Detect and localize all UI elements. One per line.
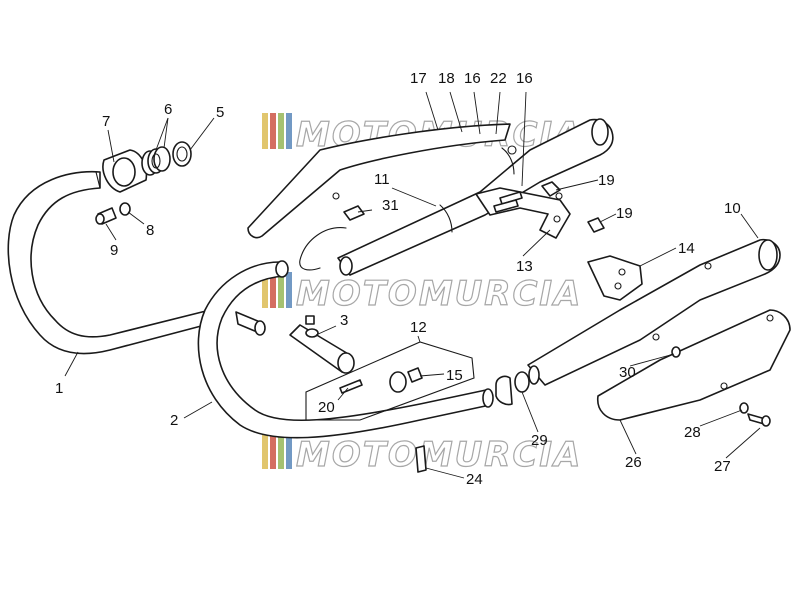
gasket-5 xyxy=(172,141,192,167)
callout-5: 5 xyxy=(216,104,224,121)
washer-30 xyxy=(671,346,681,358)
leader-lines xyxy=(64,91,761,479)
callout-30: 30 xyxy=(619,364,636,381)
callout-6: 6 xyxy=(164,101,172,118)
watermark-bottom: MOTOMURCIA xyxy=(262,433,582,476)
stud-9 xyxy=(95,207,117,225)
callout-19-a: 19 xyxy=(598,172,615,189)
callout-labels: 1 2 3 5 6 7 8 9 10 11 12 13 14 15 16 16 … xyxy=(55,70,741,488)
callout-29: 29 xyxy=(531,432,548,449)
nut-19-upper xyxy=(541,181,561,197)
springs-6 xyxy=(141,146,171,176)
callout-12: 12 xyxy=(410,319,427,336)
callout-18: 18 xyxy=(438,70,455,87)
bracket-14 xyxy=(587,255,643,301)
nut-19-lower xyxy=(587,217,605,233)
flange-7 xyxy=(102,149,148,193)
callout-26: 26 xyxy=(625,454,642,471)
callout-16-a: 16 xyxy=(464,70,481,87)
bracket-13 xyxy=(475,187,571,239)
callout-24: 24 xyxy=(466,471,483,488)
callout-17: 17 xyxy=(410,70,427,87)
watermark-middle: MOTOMURCIA xyxy=(262,272,582,315)
callout-15: 15 xyxy=(446,367,463,384)
exhaust-pipe-1 xyxy=(7,170,211,355)
washer-28 xyxy=(739,402,749,414)
callout-9: 9 xyxy=(110,242,118,259)
callout-13: 13 xyxy=(516,258,533,275)
muffler-11 xyxy=(337,118,614,276)
bolts-16 xyxy=(493,191,523,213)
callout-11: 11 xyxy=(374,171,390,188)
heat-shield-26 xyxy=(596,309,791,421)
callout-22: 22 xyxy=(490,70,507,87)
collector-3 xyxy=(235,311,355,374)
callout-7: 7 xyxy=(102,113,110,130)
callout-14: 14 xyxy=(678,240,695,257)
screw-27 xyxy=(747,413,771,427)
callout-8: 8 xyxy=(146,222,154,239)
callout-3: 3 xyxy=(340,312,348,329)
callout-31: 31 xyxy=(382,197,399,214)
end-pipe-24 xyxy=(415,445,427,473)
callout-20: 20 xyxy=(318,399,335,416)
callout-2: 2 xyxy=(170,412,178,429)
callout-16-b: 16 xyxy=(516,70,533,87)
watermark-text-bottom: MOTOMURCIA xyxy=(296,435,582,475)
exhaust-pipe-2 xyxy=(197,260,494,439)
clamp-29 xyxy=(495,371,530,406)
callout-19-b: 19 xyxy=(616,205,633,222)
callout-27: 27 xyxy=(714,458,731,475)
callout-28: 28 xyxy=(684,424,701,441)
callout-10: 10 xyxy=(724,200,741,217)
nut-8 xyxy=(119,202,131,216)
clamp-31 xyxy=(299,205,365,271)
muffler-10 xyxy=(527,238,781,386)
callout-1: 1 xyxy=(55,380,63,397)
heat-shield-upper xyxy=(247,123,517,239)
watermark-text-middle: MOTOMURCIA xyxy=(296,274,582,314)
